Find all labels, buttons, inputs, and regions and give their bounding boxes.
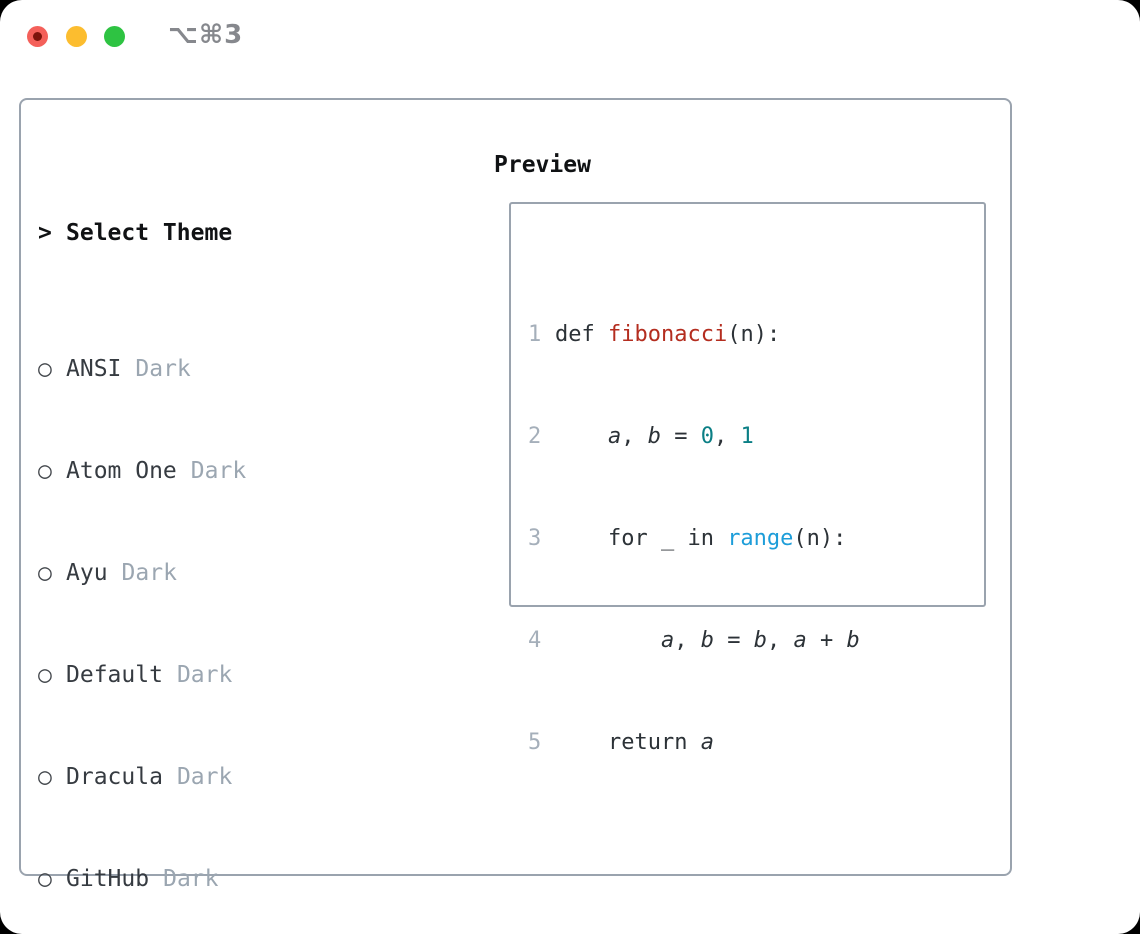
theme-option-dracula-dark[interactable]: ○ Dracula Dark bbox=[38, 760, 426, 794]
theme-variant: Dark bbox=[190, 458, 247, 484]
theme-option-ayu-dark[interactable]: ○ Ayu Dark bbox=[38, 556, 426, 590]
page-title: Select Theme bbox=[66, 220, 233, 246]
variable-token: b bbox=[846, 628, 860, 653]
variable-token: a bbox=[793, 628, 807, 653]
radio-off-icon: ○ bbox=[38, 560, 52, 586]
minimize-button[interactable] bbox=[66, 26, 87, 47]
code-token: (n): bbox=[727, 322, 781, 347]
code-token: , bbox=[674, 628, 701, 653]
radio-off-icon: ○ bbox=[38, 764, 52, 790]
line-number: 3 bbox=[528, 526, 542, 551]
code-line: 5 return a bbox=[528, 726, 939, 760]
spacer bbox=[528, 862, 939, 896]
theme-name: Default bbox=[66, 662, 163, 688]
line-number: 5 bbox=[528, 730, 542, 755]
variable-token: b bbox=[647, 424, 661, 449]
theme-option-github-dark[interactable]: ○ GitHub Dark bbox=[38, 862, 426, 896]
number-literal-token: 1 bbox=[740, 424, 754, 449]
close-button[interactable] bbox=[27, 26, 48, 47]
line-number: 1 bbox=[528, 322, 542, 347]
line-number: 4 bbox=[528, 628, 542, 653]
code-token: def bbox=[555, 322, 608, 347]
function-name-token: fibonacci bbox=[607, 322, 728, 347]
theme-list-title: > Select Theme bbox=[38, 216, 426, 250]
theme-variant: Dark bbox=[121, 560, 177, 586]
theme-name: GitHub bbox=[66, 866, 150, 892]
variable-token: b bbox=[753, 628, 767, 653]
window-shortcut-label: ⌥⌘3 bbox=[168, 20, 244, 50]
line-number: 2 bbox=[528, 424, 542, 449]
titlebar: ⌥⌘3 bbox=[0, 0, 1140, 98]
code-token bbox=[555, 628, 661, 653]
theme-variant: Dark bbox=[135, 356, 191, 382]
theme-name: Ayu bbox=[66, 560, 108, 586]
code-token bbox=[555, 424, 608, 449]
variable-token: a bbox=[660, 628, 675, 653]
code-token: for _ in bbox=[555, 526, 728, 551]
code-token: , bbox=[713, 424, 741, 449]
theme-name: Atom One bbox=[66, 458, 177, 484]
code-token: + bbox=[806, 628, 847, 653]
close-button-dot-icon bbox=[33, 32, 42, 41]
theme-name: Dracula bbox=[66, 764, 163, 790]
radio-off-icon: ○ bbox=[38, 662, 52, 688]
radio-off-icon: ○ bbox=[38, 356, 52, 382]
code-line: 2 a, b = 0, 1 bbox=[528, 420, 939, 454]
theme-variant: Dark bbox=[163, 866, 219, 892]
code-token: return bbox=[555, 730, 701, 755]
theme-name: ANSI bbox=[66, 356, 122, 382]
theme-variant: Dark bbox=[176, 764, 233, 790]
code-line: 4 a, b = b, a + b bbox=[528, 624, 939, 658]
preview-title: Preview bbox=[494, 152, 591, 178]
variable-token: b bbox=[700, 628, 714, 653]
radio-off-icon: ○ bbox=[38, 458, 52, 484]
code-token: , bbox=[766, 628, 794, 653]
code-token: = bbox=[660, 424, 701, 449]
zoom-button[interactable] bbox=[104, 26, 125, 47]
radio-off-icon: ○ bbox=[38, 866, 52, 892]
selection-arrow-icon: > bbox=[38, 220, 52, 246]
variable-token: a bbox=[607, 424, 622, 449]
code-line: 1 def fibonacci(n): bbox=[528, 318, 939, 352]
code-token: , bbox=[621, 424, 648, 449]
theme-option-atom-one-dark[interactable]: ○ Atom One Dark bbox=[38, 454, 426, 488]
code-line: 3 for _ in range(n): bbox=[528, 522, 939, 556]
variable-token: a bbox=[700, 730, 714, 755]
theme-option-default-dark[interactable]: ○ Default Dark bbox=[38, 658, 426, 692]
theme-option-ansi-dark[interactable]: ○ ANSI Dark bbox=[38, 352, 426, 386]
number-literal-token: 0 bbox=[700, 424, 714, 449]
code-token: (n): bbox=[793, 526, 847, 551]
builtin-token: range bbox=[727, 526, 794, 551]
code-token: = bbox=[713, 628, 754, 653]
theme-variant: Dark bbox=[176, 662, 233, 688]
